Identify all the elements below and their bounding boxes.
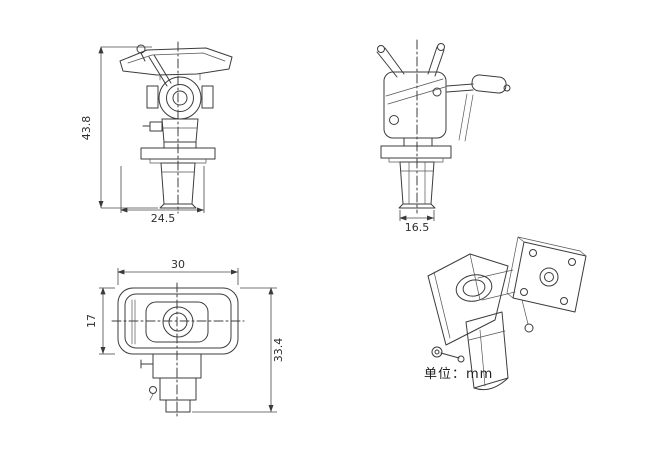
front-knob	[136, 44, 146, 54]
top-socket-circle	[162, 306, 194, 338]
front-ball-socket	[158, 76, 202, 120]
side-flange	[380, 145, 452, 159]
side-body	[383, 71, 447, 139]
front-height-label: 43.8	[80, 116, 93, 141]
side-grip	[471, 74, 507, 94]
iso-flange-center-hole	[539, 267, 559, 287]
iso-pin-ring	[431, 346, 443, 358]
top-total-height-dimension: 33.4	[192, 287, 285, 413]
top-width-label: 30	[171, 258, 185, 271]
top-total-height-label: 33.4	[272, 338, 285, 363]
iso-flange-plate	[512, 241, 587, 313]
front-width-dimension: 24.5	[120, 166, 205, 225]
top-mechanism-lower	[159, 377, 197, 401]
top-depth-dimension: 17	[85, 287, 115, 355]
side-fork-left	[376, 47, 405, 78]
unit-label: 单位：mm	[424, 367, 493, 382]
side-view	[376, 39, 511, 214]
iso-v-bracket	[427, 253, 509, 277]
isometric-view	[427, 236, 587, 391]
side-width-label: 16.5	[405, 221, 430, 234]
front-flange	[140, 147, 216, 160]
front-width-label: 24.5	[151, 212, 176, 225]
front-view	[119, 41, 233, 214]
top-width-dimension: 30	[117, 258, 239, 285]
side-handle-arm	[446, 83, 474, 93]
top-view	[111, 282, 245, 417]
front-height-dimension: 43.8	[80, 46, 158, 209]
iso-ball-socket	[455, 274, 493, 302]
side-width-dimension: 16.5	[399, 210, 435, 234]
top-depth-label: 17	[85, 314, 98, 328]
front-lever	[148, 54, 172, 87]
